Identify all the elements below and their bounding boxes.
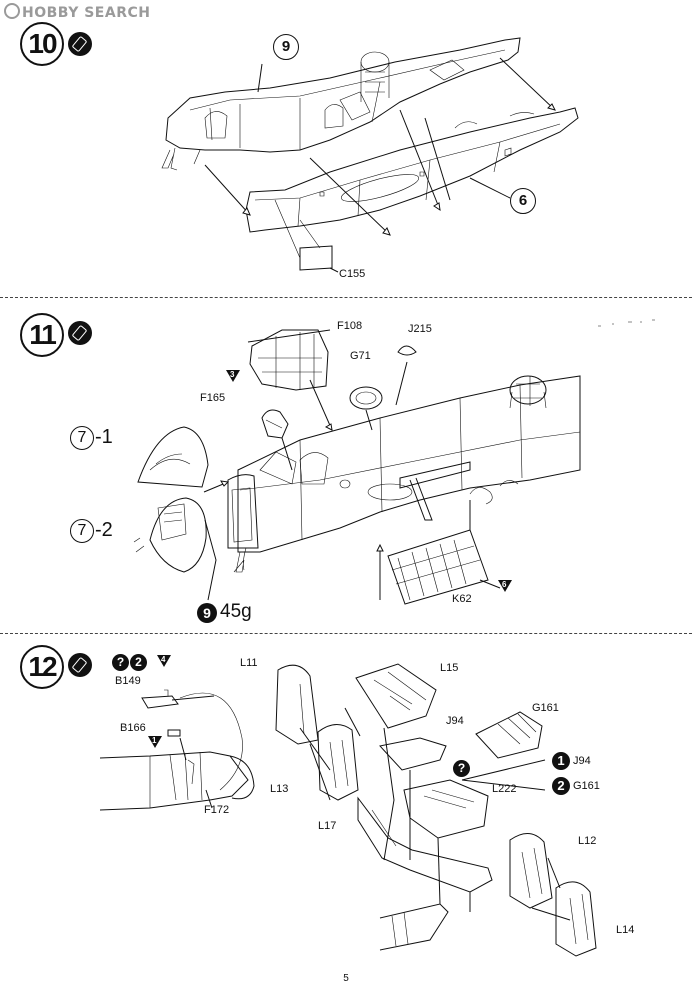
cement-tube-icon — [68, 32, 92, 56]
step11-fuselage — [227, 375, 581, 573]
part-label-f108: F108 — [337, 320, 363, 332]
part-label-l11: L11 — [240, 657, 258, 669]
part-label-l17: L17 — [318, 820, 337, 832]
choice-1-part-label: J94 — [573, 755, 591, 767]
note-triangle-f165: 3 — [226, 370, 240, 382]
note-triangle-b166: 1 — [148, 736, 162, 748]
part-label-l13: L13 — [270, 783, 289, 795]
part-label-g71: G71 — [350, 350, 371, 362]
part-l17-tailplane — [357, 796, 493, 893]
subassembly-7-1-circle: 7 — [70, 426, 94, 450]
choice-2-part-label: G161 — [573, 780, 600, 792]
part-label-l15: L15 — [440, 662, 459, 674]
choice-1-badge: 1 — [552, 752, 570, 770]
step11-assembly-arrows — [203, 329, 501, 601]
part-g71-window — [349, 386, 383, 410]
part-l222-tailplane-lower — [403, 779, 489, 839]
step10-assembly-arrows — [204, 57, 556, 236]
cement-tube-icon — [68, 321, 92, 345]
step-number-10: 10 — [20, 22, 64, 66]
part-f108-canopy — [249, 329, 329, 391]
assembly-callout-6: 6 — [510, 188, 536, 214]
note-triangle-k62: 6 — [498, 580, 512, 592]
weight-label: 45g — [220, 601, 252, 622]
part-label-b166: B166 — [120, 722, 146, 734]
section-divider-1 — [0, 297, 692, 298]
part-l14-fin — [555, 881, 597, 957]
part-label-k62: K62 — [452, 593, 472, 605]
part-b149-gun — [141, 689, 243, 791]
option-question-icon: ? — [112, 654, 129, 671]
part-label-c155: C155 — [339, 268, 366, 280]
step12-assembly-arrows — [179, 707, 571, 921]
part-label-j94: J94 — [446, 715, 464, 727]
part-l12-fin — [509, 833, 553, 909]
subassembly-7-2-circle: 7 — [70, 519, 94, 543]
top-turret-11 — [509, 375, 547, 409]
option-2-badge: 2 — [130, 654, 147, 671]
part-label-f172: F172 — [204, 804, 230, 816]
part-j215-dome — [397, 345, 417, 356]
part-l11-fin — [275, 664, 319, 745]
part-j94 — [379, 737, 447, 771]
note-triangle-b149: 4 — [157, 655, 171, 667]
part-l15-tailplane-top — [355, 663, 437, 729]
page-number: 5 — [343, 973, 349, 984]
subassembly-7-2-suffix: -2 — [95, 519, 113, 541]
part-f165-turret — [261, 409, 289, 439]
cement-tube-icon — [68, 653, 92, 677]
subassembly-7-1-suffix: -1 — [95, 426, 113, 448]
weight-callout-9: 9 — [197, 603, 217, 623]
section-divider-2 — [0, 633, 692, 634]
hobbysearch-logo-icon — [4, 3, 20, 19]
step10-lower-fuselage-half — [245, 107, 579, 233]
part-label-l14: L14 — [616, 924, 635, 936]
nose-cone-7-1 — [137, 426, 209, 488]
part-label-g161: G161 — [532, 702, 559, 714]
watermark: HOBBY SEARCH — [4, 3, 150, 21]
tail-fuselage-bottom — [379, 903, 449, 951]
part-label-l12: L12 — [578, 835, 597, 847]
part-g161 — [475, 711, 543, 759]
part-b166 — [167, 729, 181, 737]
part-label-l222: L222 — [492, 783, 517, 795]
tail-fuselage-section — [99, 751, 255, 811]
choice-2-badge: 2 — [552, 777, 570, 795]
nose-section-7-2 — [133, 497, 207, 573]
part-label-f165: F165 — [200, 392, 226, 404]
part-label-j215: J215 — [408, 323, 432, 335]
step10-upper-fuselage-half — [161, 37, 521, 171]
part-k62-bomb-bay — [387, 529, 489, 605]
assembly-callout-9: 9 — [273, 34, 299, 60]
step-number-12: 12 — [20, 645, 64, 689]
part-c155-plate — [274, 199, 339, 273]
part-label-b149: B149 — [115, 675, 141, 687]
part-l13-fin — [317, 724, 359, 801]
choice-question-icon: ? — [453, 760, 470, 777]
step-number-11: 11 — [20, 313, 64, 357]
speck-marks — [598, 319, 655, 327]
